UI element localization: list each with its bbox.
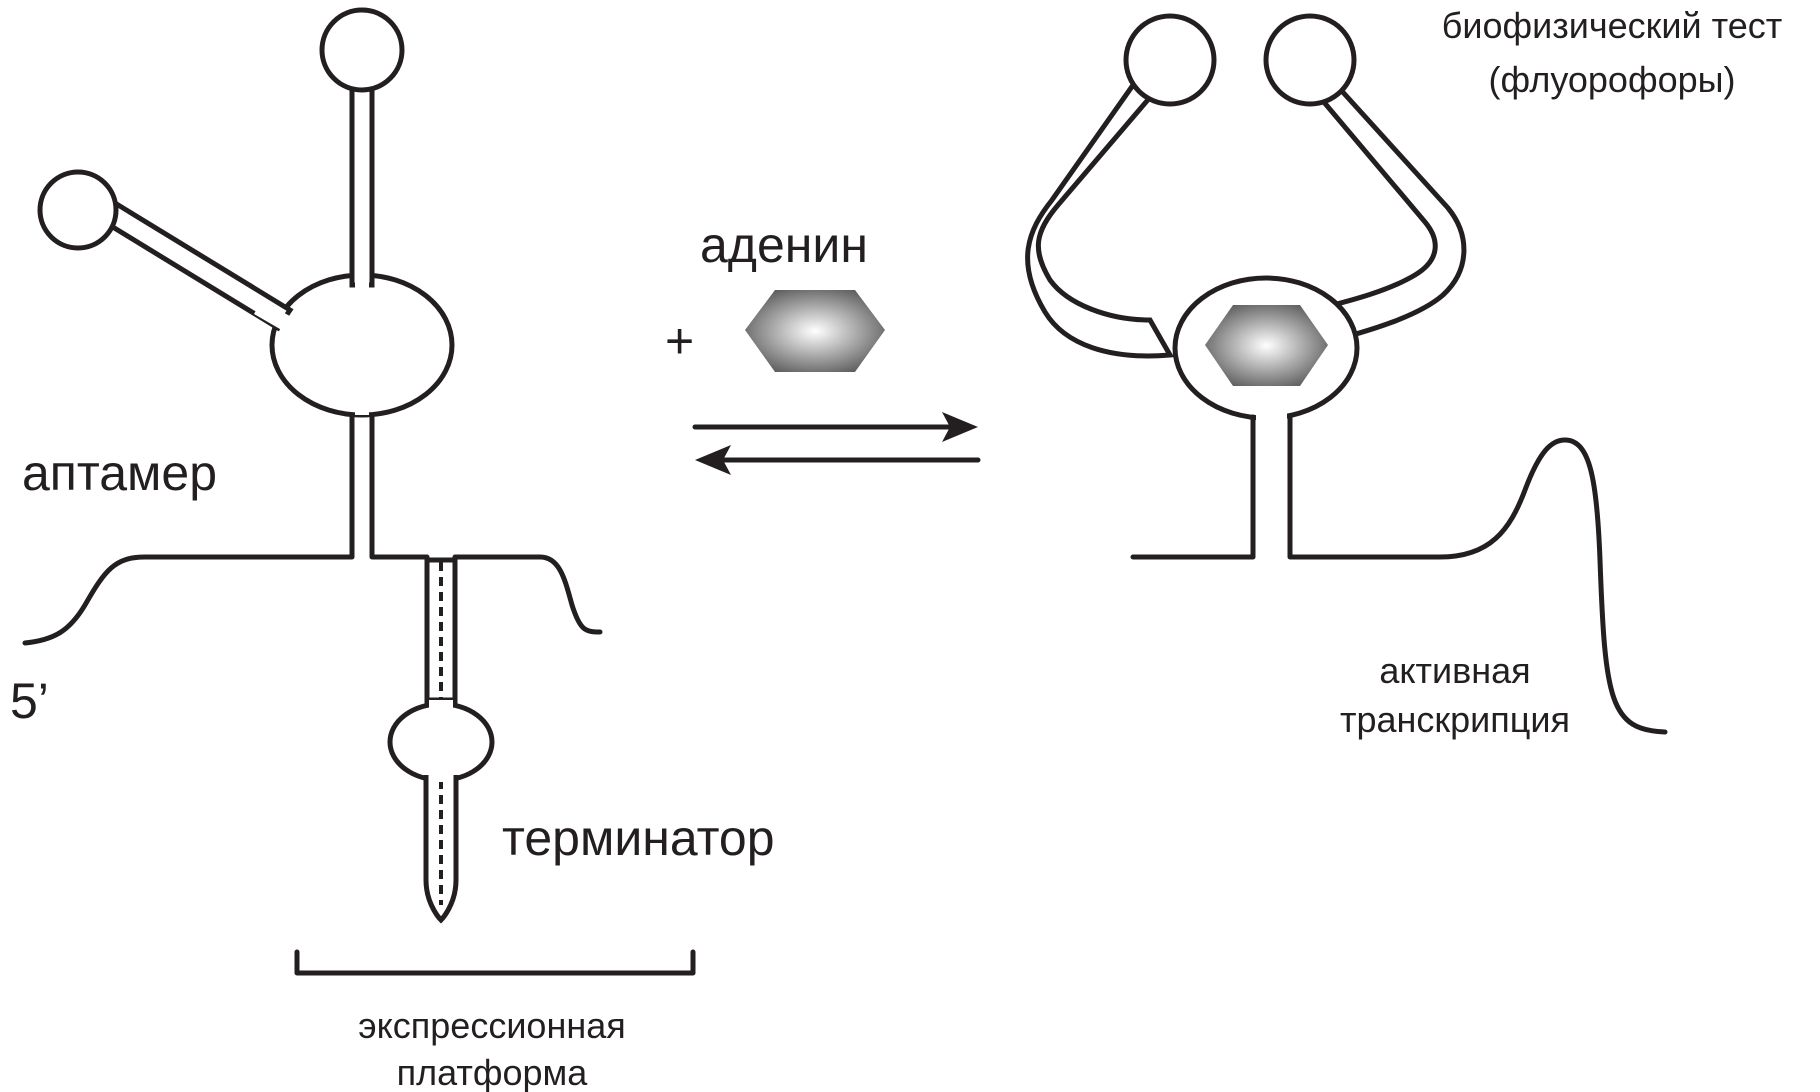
active-transcription-label-line2: транскрипция xyxy=(1340,699,1570,740)
biophysical-test-label-line1: биофизический тест xyxy=(1442,5,1782,46)
plus-sign: + xyxy=(665,313,694,369)
junction-join-top xyxy=(355,260,369,300)
bound-stem-left xyxy=(1133,417,1253,557)
terminator-join-top xyxy=(429,700,453,710)
adenine-ligand-hexagon xyxy=(745,290,885,372)
expression-platform-bracket xyxy=(297,952,693,973)
active-transcription-label-line1: активная xyxy=(1379,650,1530,691)
bound-left-arm xyxy=(1028,78,1170,356)
bound-right-hairpin-loop xyxy=(1266,16,1354,104)
terminator-label: терминатор xyxy=(502,810,775,866)
three-prime-tail xyxy=(455,557,600,708)
aptamer-label: аптамер xyxy=(22,445,217,501)
binding-equilibrium: аденин + xyxy=(665,217,978,475)
adenine-label: аденин xyxy=(700,217,868,273)
vertical-hairpin-stem xyxy=(352,75,372,285)
bound-stem-join xyxy=(1256,408,1287,424)
vertical-hairpin-loop xyxy=(322,10,402,90)
junction-join-bottom xyxy=(355,395,369,415)
expression-platform-label-line1: экспрессионная xyxy=(358,1005,625,1046)
aptamer-stem-right xyxy=(372,395,427,708)
diagonal-hairpin-loop xyxy=(40,172,116,248)
terminator-bulge-loop xyxy=(390,704,492,780)
biophysical-test-label-line2: (флуорофоры) xyxy=(1489,59,1736,100)
expression-platform-label-line2: платформа xyxy=(397,1052,589,1092)
bound-left-hairpin-loop xyxy=(1126,16,1214,104)
five-prime-strand xyxy=(25,395,352,643)
terminator-join-bottom xyxy=(429,772,453,782)
five-prime-label: 5’ xyxy=(10,673,49,729)
bound-riboswitch xyxy=(1028,16,1665,732)
